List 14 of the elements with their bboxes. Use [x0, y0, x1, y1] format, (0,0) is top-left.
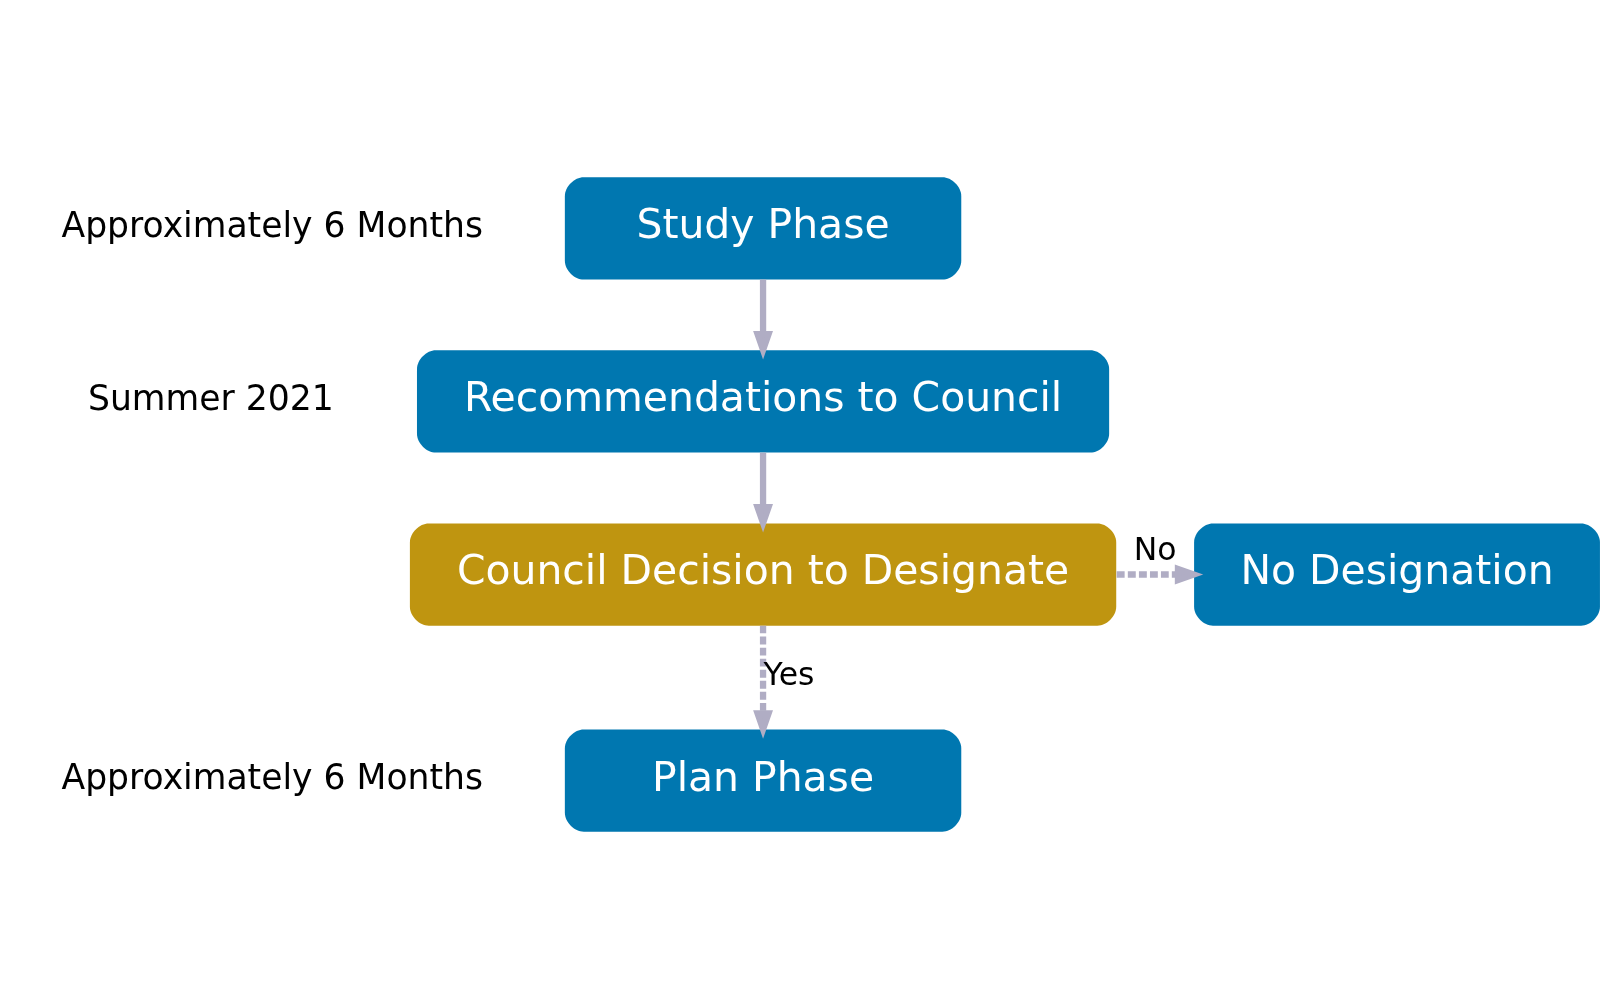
label: Summer 2021 — [87, 377, 334, 418]
arrow — [753, 625, 773, 739]
node-label: Approximately 6 Months — [61, 204, 484, 245]
node-box: Study Phase — [564, 176, 962, 280]
node-box: Plan Phase — [564, 728, 962, 832]
edge-label: No — [1133, 530, 1177, 567]
arrow — [1116, 564, 1204, 584]
node-box: Council Decision to Designate — [409, 522, 1117, 626]
node-box: No Designation — [1194, 522, 1600, 626]
edge-label: Yes — [763, 655, 815, 692]
node-label: Approximately 6 Months — [61, 756, 484, 797]
arrow — [753, 279, 773, 359]
arrow — [753, 452, 773, 532]
node-box: Recommendations to Council — [416, 349, 1110, 453]
